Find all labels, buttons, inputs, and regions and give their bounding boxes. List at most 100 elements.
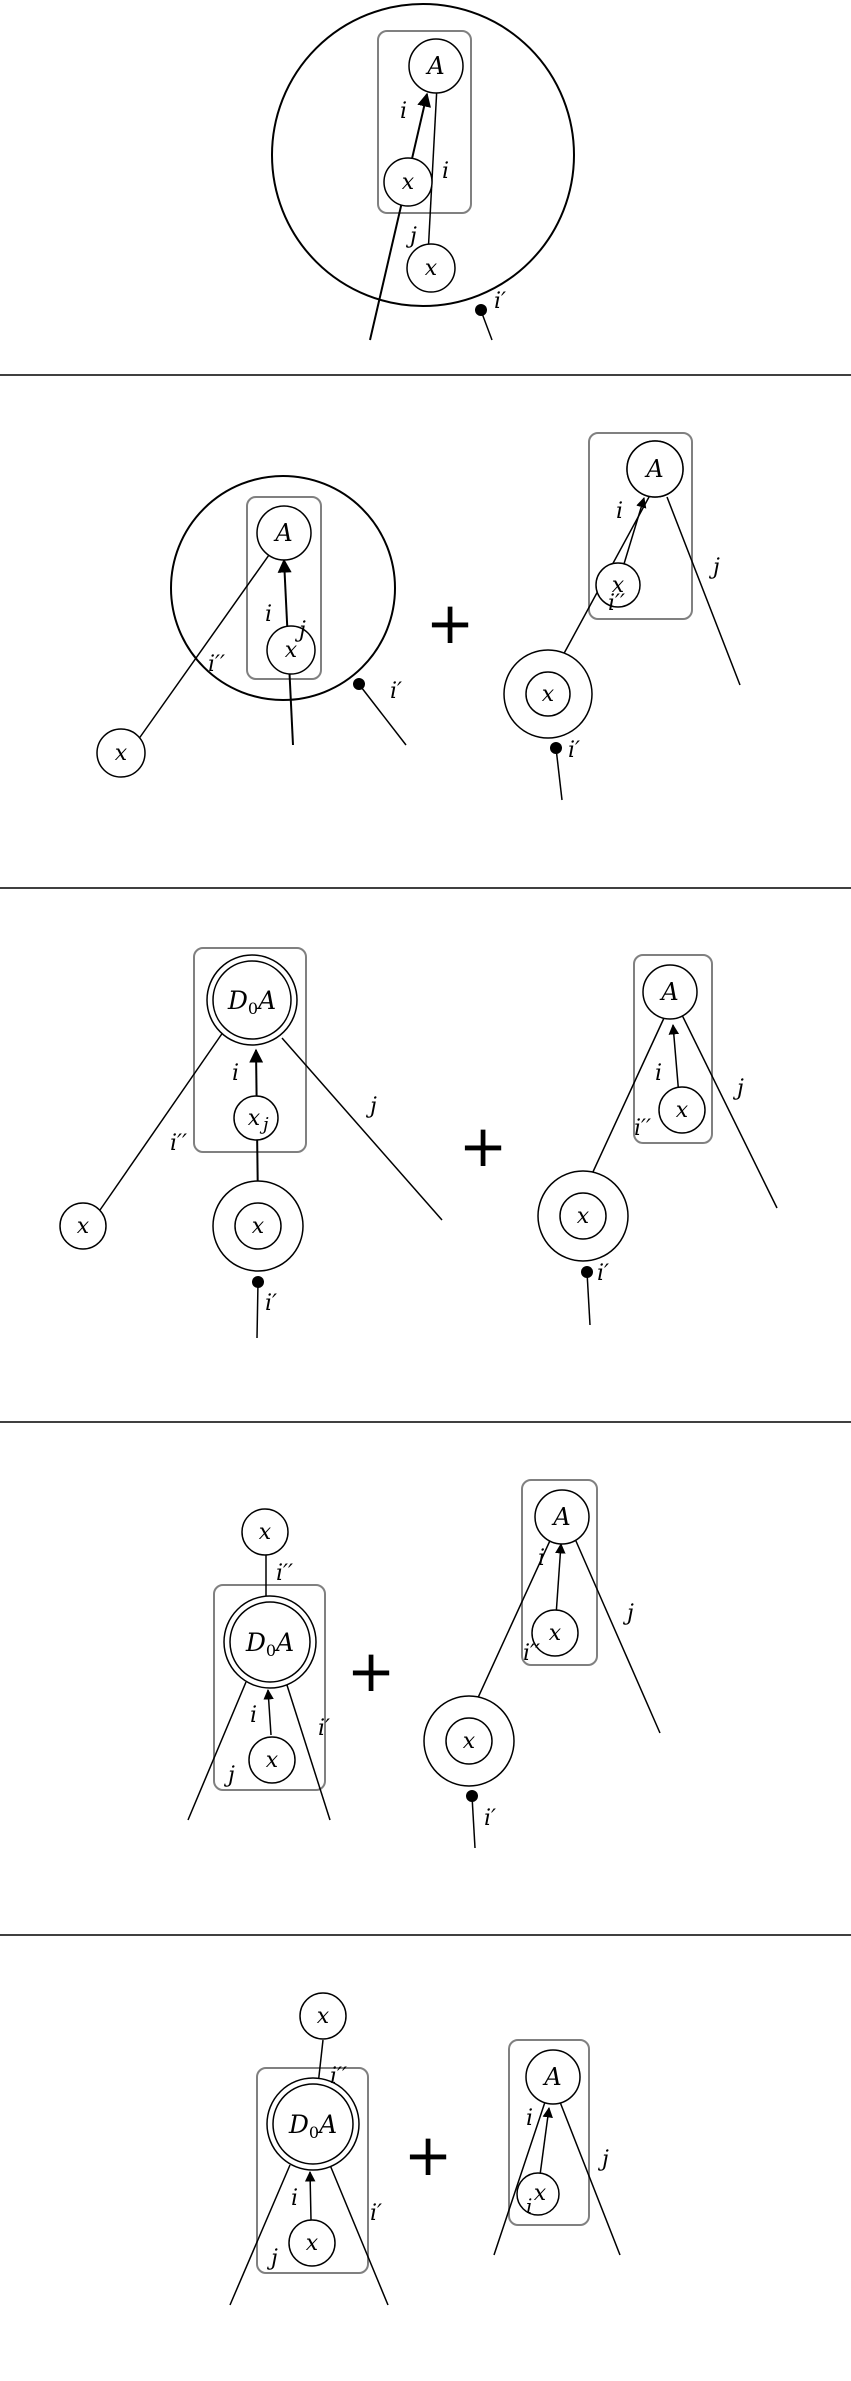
- vertex-dot: [475, 304, 487, 316]
- index-label-j: j: [223, 1763, 235, 1788]
- node-A: [626, 440, 684, 498]
- index-label-j: j: [365, 1094, 377, 1119]
- index-label-i-prime: i′: [494, 289, 506, 314]
- node-x: [595, 562, 641, 608]
- propagator-line: [256, 1281, 259, 1339]
- propagator-line: [317, 2039, 324, 2086]
- panel-2: A x x i j i′′ i′ + A x x i j i′′ i′: [96, 432, 741, 801]
- plus-sign: +: [404, 2121, 453, 2189]
- index-label-j: j: [708, 555, 720, 580]
- vertex-dot: [550, 742, 562, 754]
- panel-1: A x x i i j i′: [271, 3, 575, 341]
- node-x: [59, 1202, 107, 1250]
- vertex-dot: [581, 1266, 593, 1278]
- node-x-label: x: [534, 2181, 547, 2206]
- index-label-i-dprime: i′′: [608, 591, 625, 616]
- node-A: [256, 505, 312, 561]
- panel-3: D0A x x x i j j i′′ i′ + A x x i j i′′ i…: [59, 947, 778, 1339]
- node-A-label: A: [425, 52, 444, 80]
- index-label-i: i: [442, 159, 449, 184]
- plus-sign: +: [426, 589, 475, 657]
- node-x: [658, 1086, 706, 1134]
- node-x-label: x: [676, 1098, 689, 1123]
- operator-box: [588, 432, 693, 620]
- index-label-i-prime: i′: [484, 1806, 496, 1831]
- node-x-label: x: [577, 1204, 590, 1229]
- propagator-line: [187, 1681, 247, 1821]
- propagator-line: [571, 1531, 661, 1734]
- index-label-i-prime: i′: [370, 2201, 382, 2226]
- node-A-label: A: [551, 1503, 570, 1531]
- index-label-i: i: [526, 2106, 533, 2131]
- node-x-label: x: [252, 1214, 265, 1239]
- propagator-line: [263, 1688, 274, 1736]
- node-x: [266, 625, 316, 675]
- node-x-label: x: [317, 2004, 330, 2029]
- plus-sign: +: [459, 1112, 508, 1180]
- node-x: [241, 1508, 289, 1556]
- node-A: [534, 1489, 590, 1545]
- propagator-line: [137, 537, 282, 741]
- index-label-i-dprime: i′′: [170, 1131, 187, 1156]
- node-A: [408, 38, 464, 94]
- propagator-line: [427, 85, 438, 256]
- index-label-j: j: [597, 2147, 609, 2172]
- index-label-i: i: [538, 1546, 545, 1571]
- node-x-label: x: [425, 256, 438, 281]
- node-x-label: x: [266, 1748, 279, 1773]
- node-x-label: x: [549, 1621, 562, 1646]
- propagator-line: [559, 2101, 621, 2256]
- node-x: [406, 243, 456, 293]
- index-label-i: i: [616, 499, 623, 524]
- index-label-j: j: [266, 2246, 278, 2271]
- operator-box: [256, 2067, 369, 2274]
- node-D0A-label: D0A: [227, 986, 276, 1018]
- index-label-i: i: [400, 99, 407, 124]
- propagator-line: [281, 1037, 443, 1221]
- node-x: [383, 157, 433, 207]
- index-label-j: j: [405, 224, 417, 249]
- double-circle-inner: [525, 671, 571, 717]
- node-x: [248, 1736, 296, 1784]
- node-x: [299, 1992, 347, 2040]
- node-x-label: x: [612, 573, 625, 598]
- index-label-i-dprime: i′′: [208, 652, 225, 677]
- propagator-line: [357, 682, 407, 746]
- outer-loop-circle: [271, 3, 575, 307]
- node-x-label: x: [463, 1729, 476, 1754]
- operator-box: [521, 1479, 598, 1666]
- index-label-i-dprime: i′′: [634, 1116, 651, 1141]
- index-label-i: i: [526, 2194, 532, 2218]
- propagator-line: [555, 747, 563, 801]
- node-A-label: A: [273, 519, 292, 547]
- node-x-label: x: [306, 2231, 319, 2256]
- node-x-label: x: [248, 1106, 261, 1131]
- node-x: [233, 1095, 279, 1141]
- node-x-label: x: [402, 170, 415, 195]
- index-label-j: j: [259, 1114, 269, 1135]
- operator-box: [193, 947, 307, 1153]
- node-A-label: A: [542, 2063, 561, 2091]
- node-x-label: x: [115, 741, 128, 766]
- node-A-label: A: [644, 455, 663, 483]
- double-circle-inner: [445, 1717, 493, 1765]
- node-A: [525, 2049, 581, 2105]
- propagator-line: [304, 2170, 316, 2221]
- propagator-line: [586, 1271, 591, 1326]
- node-D0A-label: D0A: [245, 1628, 294, 1660]
- operator-box: [508, 2039, 590, 2226]
- panel-4: x D0A x i′′ i i′ j + A x x i j i′′ i′: [187, 1479, 661, 1849]
- operator-box: [246, 496, 322, 680]
- index-label-i-prime: i′: [597, 1261, 609, 1286]
- index-label-i-prime: i′: [568, 738, 580, 763]
- propagator-line: [579, 1017, 665, 1201]
- double-circle-inner: [559, 1192, 607, 1240]
- node-x-label: x: [285, 638, 298, 663]
- node-x: [96, 728, 146, 778]
- operator-box: [213, 1584, 326, 1791]
- index-label-i: i: [250, 1703, 257, 1728]
- node-x: [531, 1609, 579, 1657]
- propagator-line: [329, 2164, 389, 2306]
- node-A: [642, 964, 698, 1020]
